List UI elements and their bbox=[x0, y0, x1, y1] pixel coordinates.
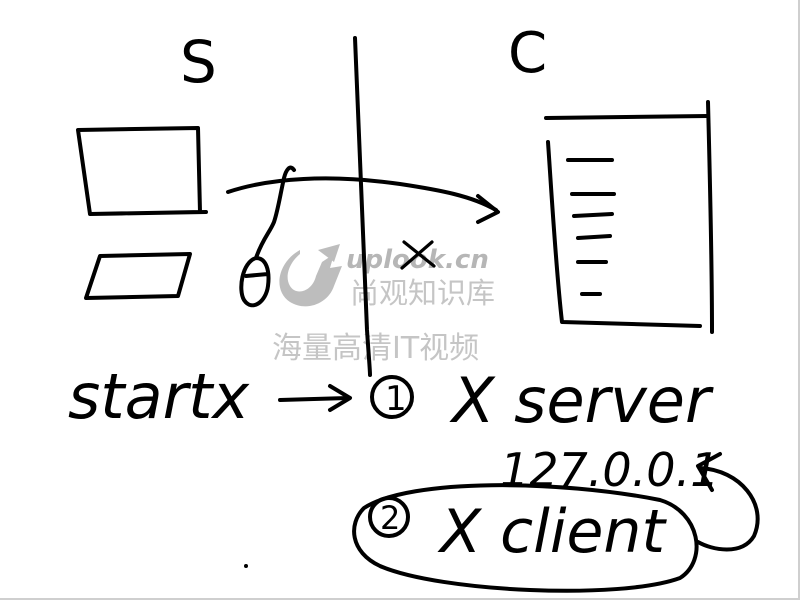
client-window-frame bbox=[546, 140, 702, 328]
step-1-number: 1 bbox=[385, 379, 407, 419]
startx-arrowhead bbox=[328, 384, 352, 412]
loop-arrowhead bbox=[696, 452, 722, 492]
client-ellipse bbox=[352, 483, 699, 593]
mouse-cable bbox=[254, 165, 296, 260]
server-side-label: S bbox=[180, 28, 217, 96]
server-keyboard-icon bbox=[84, 252, 192, 300]
watermark-line-1: 尚观知识库 bbox=[350, 276, 495, 310]
client-line-4 bbox=[576, 234, 612, 240]
server-computer-icon bbox=[76, 126, 296, 308]
connection-cable bbox=[226, 176, 498, 212]
address-label: 127.0.0.1 bbox=[500, 443, 719, 497]
step-1-circle bbox=[370, 375, 414, 419]
step-1-text: X server bbox=[449, 364, 714, 437]
client-window-right bbox=[706, 100, 714, 334]
startx-arrow bbox=[278, 396, 350, 402]
watermark-logo-text: uplook.cn bbox=[346, 245, 489, 275]
divider-line bbox=[353, 36, 372, 377]
step-2-number: 2 bbox=[380, 499, 400, 537]
client-window-icon bbox=[544, 100, 714, 334]
mouse-icon bbox=[239, 256, 271, 308]
loop-arrow bbox=[696, 466, 760, 552]
server-monitor-icon bbox=[76, 126, 208, 216]
watermark-logo-icon bbox=[279, 244, 342, 307]
step-2-text: X client bbox=[437, 497, 667, 567]
client-line-3 bbox=[572, 212, 614, 218]
step-2-circle bbox=[368, 496, 410, 538]
x-mark bbox=[400, 240, 436, 270]
client-window-top bbox=[544, 114, 710, 120]
client-side-label: C bbox=[508, 21, 547, 86]
frame-edge-bottom bbox=[0, 598, 800, 600]
watermark: uplook.cn 尚观知识库 海量高清IT视频 bbox=[272, 244, 495, 366]
frame-edge-right bbox=[798, 0, 800, 600]
stray-dot bbox=[244, 564, 248, 568]
connection-arrowhead bbox=[476, 194, 500, 224]
watermark-line-2: 海量高清IT视频 bbox=[272, 331, 479, 366]
startx-label: startx bbox=[68, 360, 250, 433]
